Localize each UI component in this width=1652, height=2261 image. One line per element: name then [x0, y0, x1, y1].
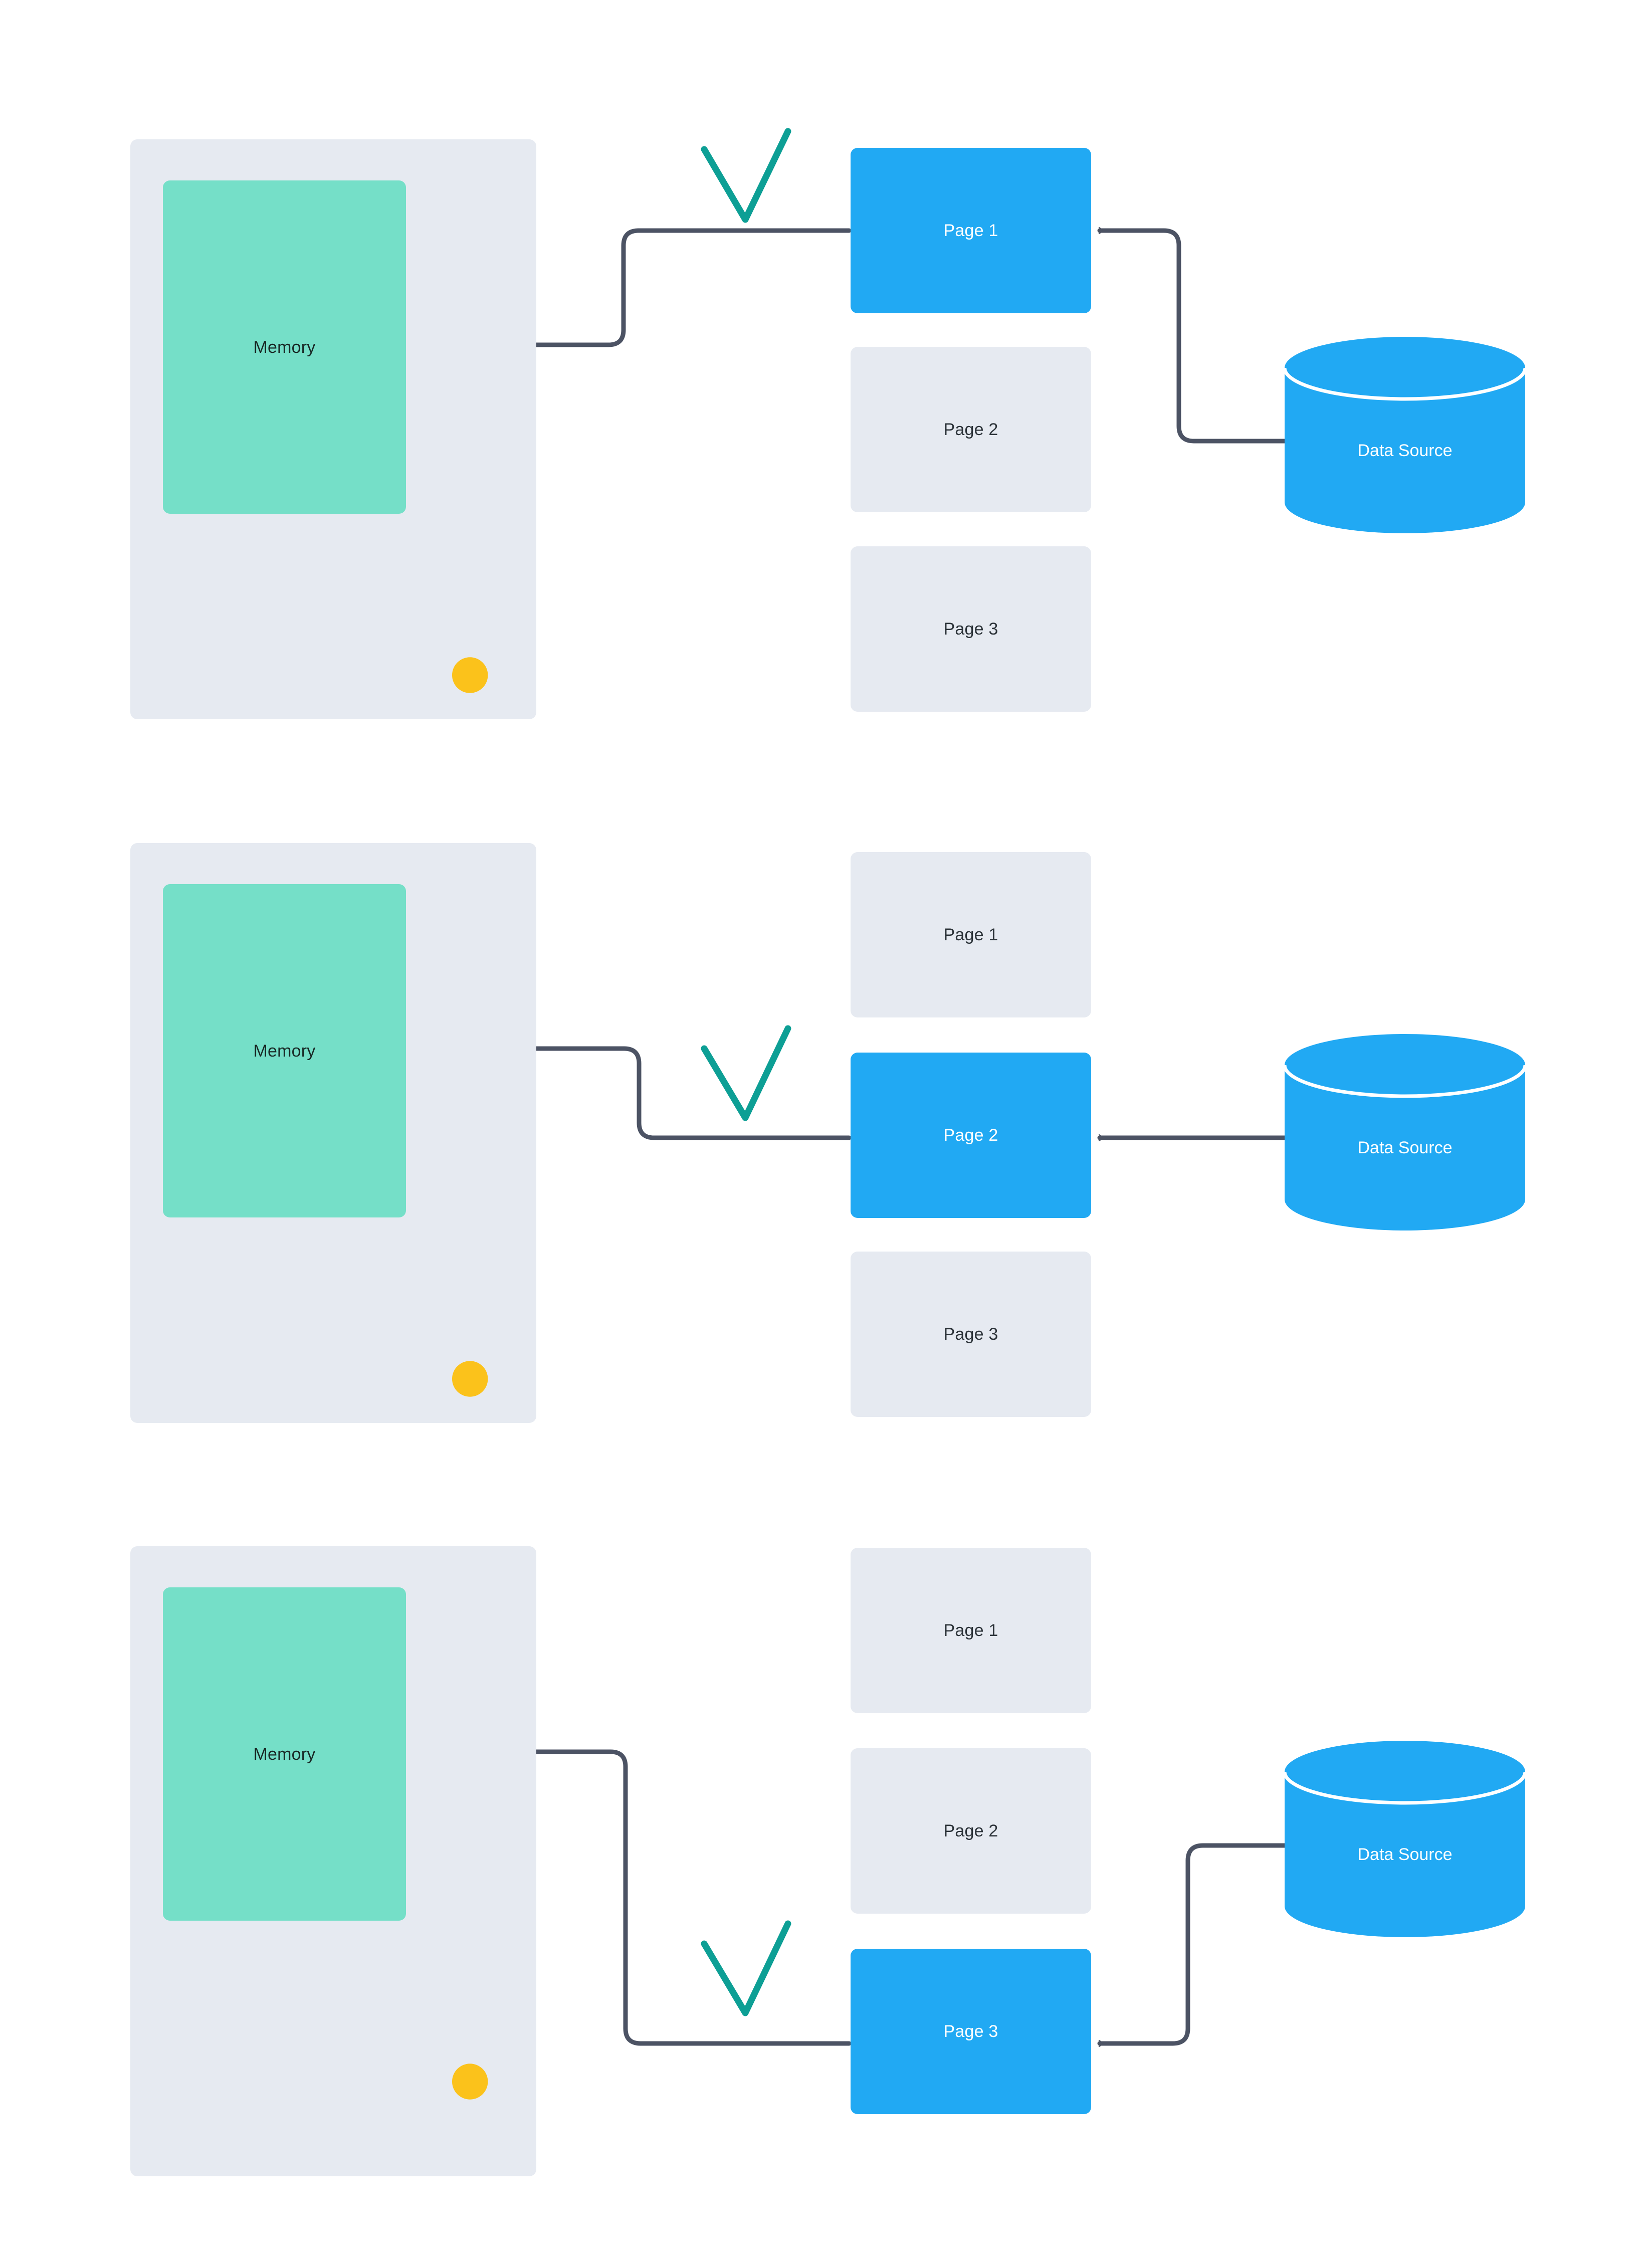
- page-label: Page 2: [943, 420, 998, 439]
- memory-label: Memory: [253, 1041, 316, 1061]
- page-label: Page 1: [943, 925, 998, 944]
- memory-label: Memory: [253, 1744, 316, 1764]
- memory-box-1[interactable]: Memory: [163, 180, 406, 514]
- memory-label: Memory: [253, 337, 316, 357]
- page-card-3-2[interactable]: Page 2: [851, 1748, 1091, 1914]
- page-label: Page 1: [943, 221, 998, 240]
- eclipse-logo: [444, 1336, 529, 1421]
- datasource-cylinder-1[interactable]: Data Source: [1283, 337, 1527, 533]
- checkmark-icon-3: [701, 1920, 791, 2016]
- page-card-2-3[interactable]: Page 3: [851, 1252, 1091, 1417]
- datasource-label: Data Source: [1357, 441, 1453, 460]
- wire-datasource-to-page3: [1097, 1843, 1287, 2043]
- page-card-2-2[interactable]: Page 2: [851, 1053, 1091, 1218]
- page-label: Page 3: [943, 620, 998, 639]
- eclipse-logo: [444, 633, 529, 718]
- page-card-2-1[interactable]: Page 1: [851, 852, 1091, 1017]
- memory-box-3[interactable]: Memory: [163, 1587, 406, 1921]
- page-label: Page 3: [943, 1325, 998, 1344]
- page-card-1-1[interactable]: Page 1: [851, 148, 1091, 313]
- page-label: Page 3: [943, 2022, 998, 2041]
- page-card-1-2[interactable]: Page 2: [851, 347, 1091, 512]
- page-card-3-1[interactable]: Page 1: [851, 1548, 1091, 1713]
- memory-box-2[interactable]: Memory: [163, 884, 406, 1217]
- eclipse-logo: [444, 2039, 529, 2124]
- checkmark-icon-1: [701, 128, 791, 223]
- datasource-label: Data Source: [1357, 1845, 1453, 1864]
- page-label: Page 2: [943, 1821, 998, 1840]
- page-card-3-3[interactable]: Page 3: [851, 1949, 1091, 2114]
- datasource-cylinder-2[interactable]: Data Source: [1283, 1034, 1527, 1230]
- wire-datasource-to-page1: [1097, 231, 1287, 444]
- page-label: Page 2: [943, 1126, 998, 1145]
- page-label: Page 1: [943, 1621, 998, 1640]
- datasource-cylinder-3[interactable]: Data Source: [1283, 1741, 1527, 1937]
- page-card-1-3[interactable]: Page 3: [851, 546, 1091, 712]
- datasource-label: Data Source: [1357, 1138, 1453, 1157]
- checkmark-icon-2: [701, 1025, 791, 1121]
